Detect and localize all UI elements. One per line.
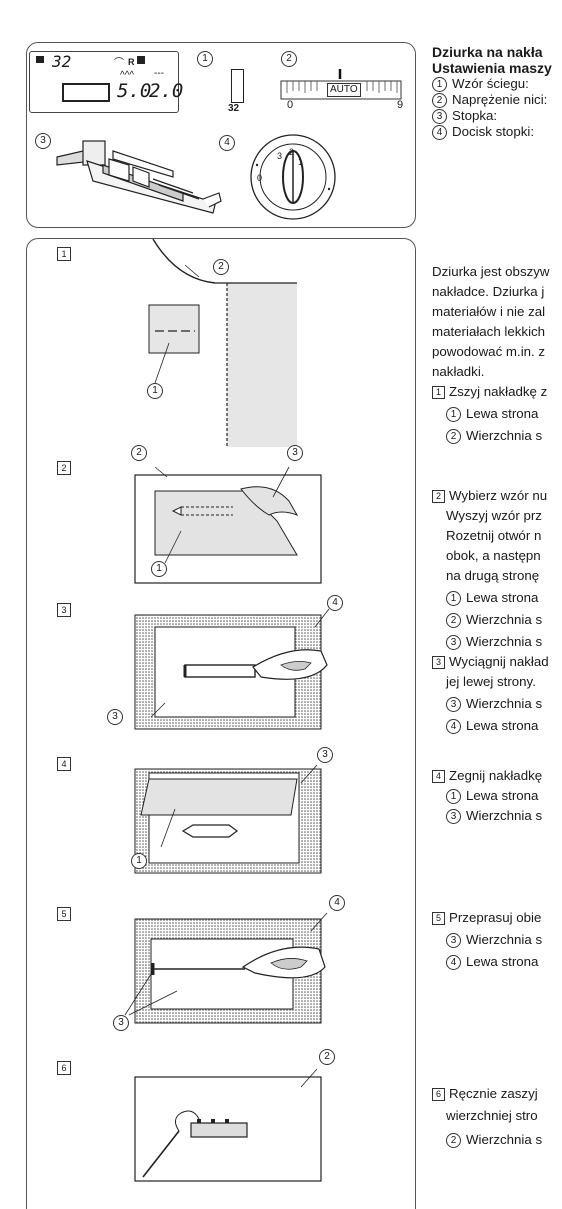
settings-panel: 32 ⌒ R ^^^ --- 5.0 2.0 1 2 3 4 32 AUTO 0… [26,42,416,228]
intro-line: powodować m.in. z [432,344,546,359]
pressure-label-2: 2 [289,147,295,157]
figure-1-number: 1 [57,247,71,261]
settings-subheading: Ustawienia maszy [432,60,552,76]
figure-3-callout-4: 4 [327,595,343,611]
figure-1 [148,239,297,447]
length-dash-icon: --- [154,68,164,79]
figure-1-callout-2: 2 [213,259,229,275]
step-2-line: na drugą stronę [446,568,540,583]
figure-6 [134,1068,322,1182]
callout-4: 4 [219,135,235,151]
figure-4 [134,764,322,874]
figure-3-number: 3 [57,603,71,617]
intro-line: materiałów i nie zal [432,304,546,319]
pattern-icon-number: 32 [228,103,240,114]
stitch-icon [36,56,44,63]
intro-line: nakładce. Dziurka j [432,284,545,299]
pressure-label-1: 1 [298,157,304,167]
figure-5-callout-4: 4 [329,895,345,911]
lcd-length-value: 2.0 [149,80,184,102]
lcd-display: 32 ⌒ R ^^^ --- 5.0 2.0 [29,51,183,113]
buttonhole-symbol [62,83,110,102]
figure-3-callout-3: 3 [107,709,123,725]
intro-line: Dziurka jest obszyw [432,264,550,279]
callout-3: 3 [35,133,51,149]
lcd-pattern-number: 32 [52,52,72,71]
lcd-width-value: 5.0 [117,80,152,102]
figure-5-number: 5 [57,907,71,921]
figure-4-callout-1: 1 [131,853,147,869]
figure-2-number: 2 [57,461,71,475]
figure-4-callout-3: 3 [317,747,333,763]
step-2-line: Wyszyj wzór prz [446,508,542,523]
step-3-line: jej lewej strony. [446,674,536,689]
figure-6-callout-2: 2 [319,1049,335,1065]
presser-foot-icon: ⌒ [114,58,124,69]
width-wave-icon: ^^^ [120,70,135,81]
callout-2: 2 [281,51,297,67]
figure-2-callout-1: 1 [151,561,167,577]
figure-5 [124,912,328,1024]
section-heading: Dziurka na nakła [432,44,543,60]
pressure-dial [250,134,336,220]
figure-5-callout-3: 3 [113,1015,129,1031]
figure-6-number: 6 [57,1061,71,1075]
intro-line: nakładki. [432,364,485,379]
step-2-line: obok, a następn [446,548,541,563]
steps-panel: 1 2 1 2 2 3 1 3 4 3 4 [26,238,416,1209]
figure-3 [134,608,330,730]
tension-max-label: 9 [397,99,404,111]
thread-icon [137,56,145,64]
pressure-label-0: 0 [257,173,263,183]
lcd-r-mark: R [128,57,135,67]
figure-2-callout-3: 3 [287,445,303,461]
intro-line: materiałach lekkich [432,324,546,339]
tension-auto-label: AUTO [327,83,361,97]
pressure-label-3: 3 [277,151,283,161]
figure-4-number: 4 [57,757,71,771]
buttonhole-foot-drawing [56,140,222,214]
callout-1: 1 [197,51,213,67]
figure-2-callout-2: 2 [131,445,147,461]
step-6-line: wierzchniej stro [446,1108,538,1123]
step-2-line: Rozetnij otwór n [446,528,542,543]
pattern-buttonhole-icon [231,69,244,103]
tension-min-label: 0 [287,99,294,111]
figure-1-callout-1: 1 [147,383,163,399]
